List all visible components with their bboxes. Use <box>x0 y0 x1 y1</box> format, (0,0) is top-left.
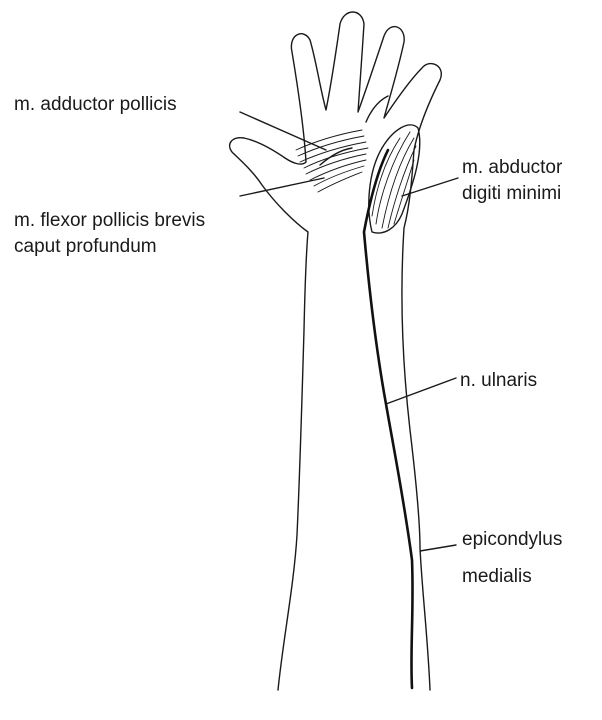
adductor-pollicis-muscle <box>296 130 368 192</box>
label-flexor-pollicis-brevis: m. flexor pollicis brevis <box>14 208 205 233</box>
label-epicondylus: epicondylus <box>462 527 562 552</box>
leader-ulnaris <box>386 378 456 404</box>
leader-epicondylus <box>420 545 456 551</box>
label-adductor-pollicis: m. adductor pollicis <box>14 92 177 117</box>
label-medialis: medialis <box>462 564 532 589</box>
label-caput-profundum: caput profundum <box>14 234 157 259</box>
leader-flexor-pollicis-brevis <box>240 178 324 196</box>
arm-outline <box>230 12 442 690</box>
label-abductor: m. abductor <box>462 155 562 180</box>
abductor-digiti-minimi-fibers <box>372 132 416 228</box>
leader-adductor-pollicis <box>240 112 326 150</box>
label-digiti-minimi: digiti minimi <box>462 181 561 206</box>
label-n-ulnaris: n. ulnaris <box>460 368 537 393</box>
thumb-crease <box>320 148 352 165</box>
